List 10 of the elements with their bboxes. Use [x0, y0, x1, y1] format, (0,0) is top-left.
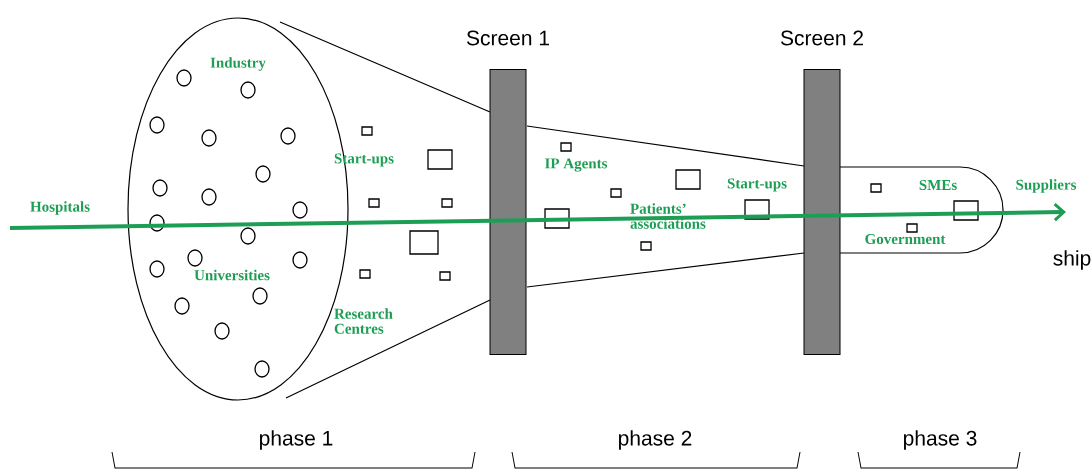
node-label: Screen 1 — [466, 30, 549, 46]
phase-label: phase 1 — [260, 430, 333, 450]
node-label: Screen 2 — [780, 30, 863, 46]
phase-label: phase 3 — [904, 430, 977, 450]
group-label: Research Centres — [334, 308, 393, 334]
capsule-group: SMEs Government — [839, 166, 1004, 254]
destination-label: ship — [1053, 250, 1091, 270]
group-label: Hospitals — [30, 201, 90, 215]
phase-label: phase 2 — [619, 430, 692, 450]
trapezoid-group: IP Agents Patients’ associations Start-ups — [526, 125, 805, 288]
